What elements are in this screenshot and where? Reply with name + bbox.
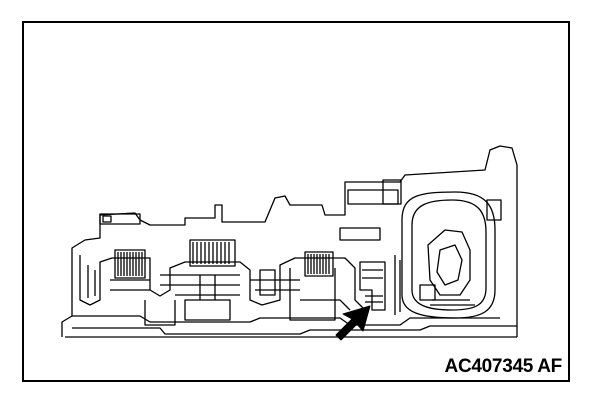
planetary-gear-set [79, 255, 366, 311]
torque-converter-housing [401, 191, 496, 319]
figure-code-label: AC407345 AF [444, 356, 563, 377]
clutch-pack-rear [304, 251, 334, 277]
clutch-pack-front [114, 249, 146, 279]
bolt-mid [339, 227, 381, 241]
main-shaft [72, 315, 500, 326]
housing-outline [61, 145, 518, 337]
transmission-cross-section-drawing [61, 145, 518, 341]
bolt-right [486, 199, 502, 221]
figure-frame [22, 21, 570, 382]
bolt-left [99, 213, 141, 225]
torque-converter-inner [411, 199, 487, 311]
pointer-arrow [335, 305, 371, 341]
clutch-pack-center [189, 239, 236, 267]
valve-body [359, 261, 386, 311]
